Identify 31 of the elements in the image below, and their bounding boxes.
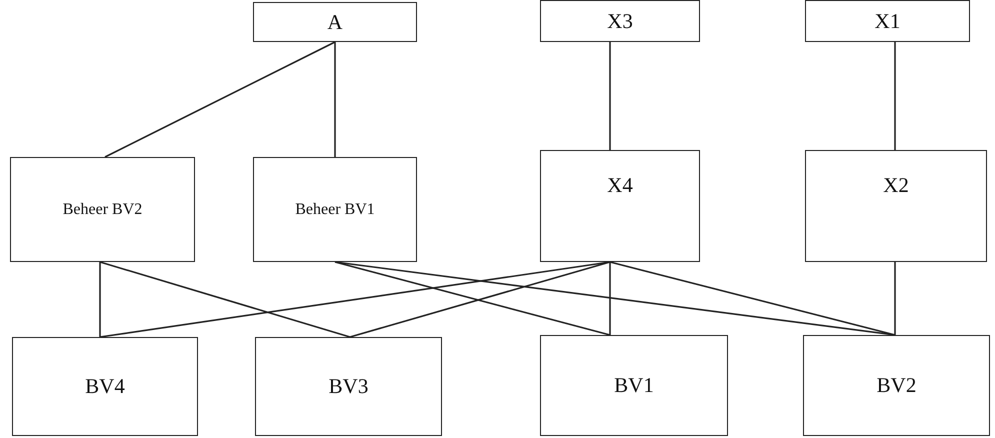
box-label: X1 [874, 8, 900, 34]
org-box [255, 337, 442, 436]
connector-line [334, 42, 336, 157]
org-box [803, 335, 990, 436]
org-box [12, 337, 198, 436]
box-label: Beheer BV1 [295, 200, 375, 218]
connector-line [894, 42, 896, 150]
box-label: A [327, 10, 343, 34]
connector-line [100, 261, 350, 338]
box-label: X2 [883, 173, 909, 198]
connector-line [894, 262, 896, 335]
org-box [805, 0, 970, 42]
connector-line [610, 261, 896, 336]
box-label: X3 [607, 8, 633, 34]
org-box [540, 0, 700, 42]
org-box [540, 335, 728, 436]
connector-line [104, 41, 336, 158]
connector-line [609, 262, 611, 335]
org-box [253, 157, 417, 262]
connector-line [99, 262, 101, 337]
org-box [253, 2, 417, 42]
box-label: BV4 [85, 374, 125, 399]
box-label: BV1 [614, 373, 654, 398]
org-box [540, 150, 700, 262]
box-label: BV3 [328, 374, 368, 399]
org-box [10, 157, 195, 262]
connector-line [609, 42, 611, 150]
box-label: BV2 [876, 373, 916, 398]
box-label: Beheer BV2 [62, 200, 142, 218]
box-label: X4 [607, 173, 633, 198]
org-box [805, 150, 987, 262]
